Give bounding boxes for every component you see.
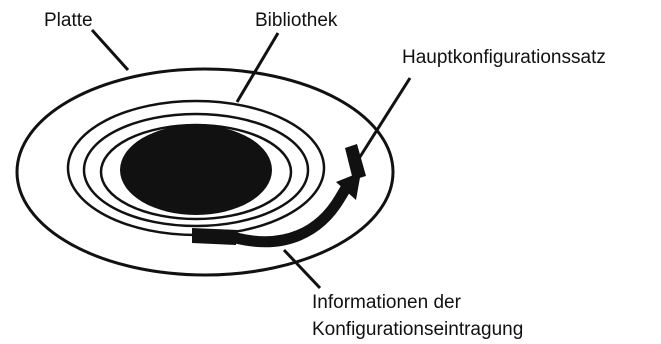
leader-bibliothek (237, 33, 278, 102)
label-informationen-line2: Konfigurationseintragung (312, 319, 523, 340)
leader-platte (92, 30, 128, 70)
label-platte: Platte (44, 10, 93, 31)
disk-hub (120, 125, 272, 215)
label-informationen-line1: Informationen der (312, 292, 462, 313)
label-hauptkonfigurationssatz: Hauptkonfigurationssatz (402, 47, 606, 68)
label-bibliothek: Bibliothek (255, 10, 338, 31)
